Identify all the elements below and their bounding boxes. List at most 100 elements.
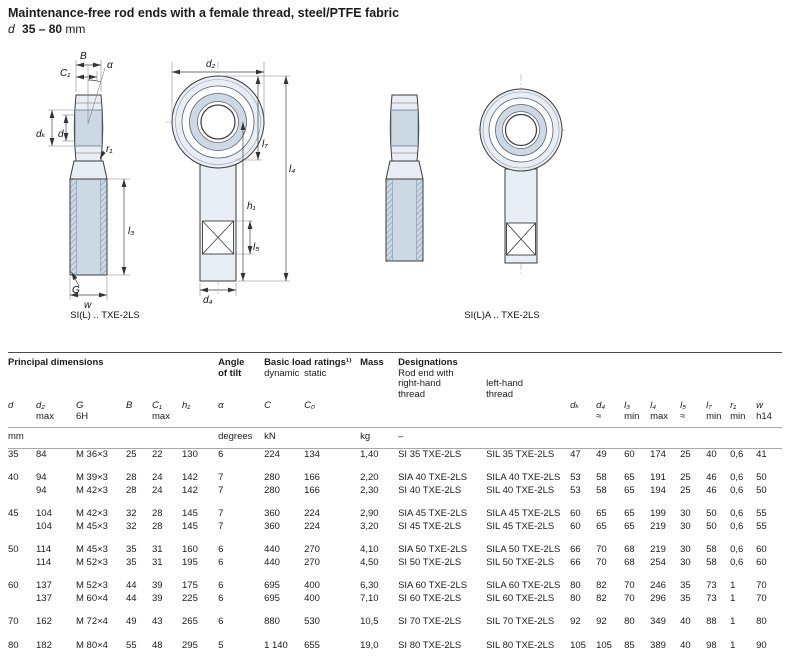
cell: M 52×3 <box>76 556 108 568</box>
group-gap <box>8 569 782 580</box>
cell: 70 <box>596 544 607 555</box>
cell: 10,5 <box>360 616 379 627</box>
group-gap-cell <box>8 605 782 616</box>
cell: 270 <box>304 556 320 568</box>
cell: 88 <box>706 616 717 627</box>
cell: 68 <box>624 556 635 568</box>
angle-of-tilt-header: Angle of tilt <box>218 353 264 401</box>
cell: 142 <box>182 484 198 496</box>
cell: 80 <box>756 616 767 627</box>
symbol-col-7: C <box>264 400 271 411</box>
cell: 440 <box>264 556 280 568</box>
principal-dimensions-label: Principal dimensions <box>8 357 104 368</box>
side-view-left <box>69 94 108 276</box>
cell: 60 <box>756 556 767 568</box>
designation-right: SI 50 TXE-2LS <box>398 556 462 568</box>
cell: M 80×4 <box>76 639 108 651</box>
designation-left: SIL 50 TXE-2LS <box>486 556 555 568</box>
basic-load-ratings-label: Basic load ratings¹⁾ <box>264 357 352 368</box>
designation-right: SIA 45 TXE-2LS <box>398 508 468 519</box>
cell: 280 <box>264 472 280 483</box>
cell: 360 <box>264 508 280 519</box>
cell: 1 <box>730 616 736 627</box>
cell: 360 <box>264 520 280 532</box>
cell: 19,0 <box>360 639 379 651</box>
cell: 58 <box>596 472 607 483</box>
unit-col-18 <box>730 426 757 449</box>
unit-col-0: mm <box>8 426 36 449</box>
cell: M 45×3 <box>76 544 108 555</box>
cell: 25 <box>126 448 137 460</box>
unit-col-7: kN <box>264 426 305 449</box>
mass-header: Mass <box>360 353 398 401</box>
cell: 2,90 <box>360 508 379 519</box>
dim-label-d: d <box>58 129 64 140</box>
cell: 80 <box>570 580 581 591</box>
cell: 104 <box>36 508 52 519</box>
cell: 7 <box>218 508 224 519</box>
dim-label-B: B <box>80 51 87 62</box>
cell: 31 <box>152 556 163 568</box>
unit-col-11 <box>486 426 571 449</box>
d-value: 35 <box>8 448 19 460</box>
designation-right: SI 80 TXE-2LS <box>398 639 462 651</box>
d-value: 70 <box>8 616 19 627</box>
cell: 0,6 <box>730 448 744 460</box>
cell: 73 <box>706 580 717 591</box>
cell: 1 <box>730 639 736 651</box>
symbol-col-8: C₀ <box>304 400 315 411</box>
designation-left: SILA 50 TXE-2LS <box>486 544 561 555</box>
cell: 28 <box>126 484 137 496</box>
cell: 219 <box>650 544 666 555</box>
cell: 270 <box>304 544 320 555</box>
cell: 254 <box>650 556 666 568</box>
cell: 4,10 <box>360 544 379 555</box>
subtitle-d-symbol: d <box>8 22 15 36</box>
cell: 30 <box>680 556 691 568</box>
cell: 65 <box>624 484 635 496</box>
principal-dimensions-header: Principal dimensions <box>8 353 218 401</box>
cell: 0,6 <box>730 484 744 496</box>
cell: 400 <box>304 580 320 591</box>
cell: 225 <box>182 592 198 604</box>
cell: 32 <box>126 508 137 519</box>
cell: 82 <box>596 580 607 591</box>
cell: 219 <box>650 520 666 532</box>
cell: 68 <box>624 544 635 555</box>
cell: M 36×3 <box>76 448 108 460</box>
symbol-col-12: dₖ <box>570 400 580 411</box>
cell: 145 <box>182 520 198 532</box>
cell: 32 <box>126 520 137 532</box>
group-gap <box>8 605 782 616</box>
mass-label: Mass <box>360 357 384 368</box>
cell: 30 <box>680 520 691 532</box>
cell: 50 <box>706 520 717 532</box>
subtitle-range: 35 – 80 <box>22 22 63 36</box>
cell: M 72×4 <box>76 616 108 627</box>
designations-left-header: left-hand thread <box>486 353 570 401</box>
unit-col-8 <box>304 426 361 449</box>
cell: 66 <box>570 556 581 568</box>
d-value <box>8 593 36 606</box>
spec-table-wrap: Principal dimensions Angle of tilt Basic… <box>8 352 783 652</box>
cell: 175 <box>182 580 198 591</box>
symbol-col-5: h₁ <box>182 400 191 411</box>
cell: 695 <box>264 592 280 604</box>
cell: 60 <box>570 520 581 532</box>
d-value: 50 <box>8 544 19 555</box>
group-gap-cell <box>8 461 782 472</box>
dim-label-h1: h₁ <box>247 201 256 212</box>
cell: 60 <box>756 544 767 555</box>
cell: 0,6 <box>730 544 744 555</box>
cell: 295 <box>182 639 198 651</box>
dim-label-alpha: α <box>107 60 113 71</box>
cell: 7 <box>218 472 224 483</box>
cell: 105 <box>570 639 586 651</box>
